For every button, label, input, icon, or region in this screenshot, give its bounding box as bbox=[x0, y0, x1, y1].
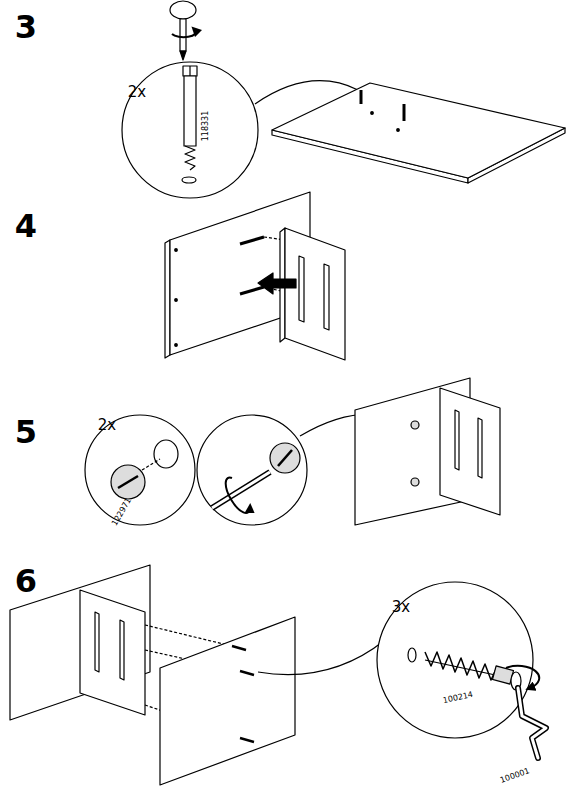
screw bbox=[232, 646, 246, 650]
dowel bbox=[240, 237, 264, 244]
dowel bbox=[240, 287, 264, 294]
screw-head bbox=[492, 666, 513, 684]
detail-circle bbox=[197, 415, 307, 525]
screwdriver-shaft bbox=[180, 19, 186, 51]
hole bbox=[154, 440, 178, 468]
allen-key bbox=[518, 688, 546, 758]
screwdriver-shaft bbox=[212, 472, 270, 508]
hole bbox=[371, 112, 374, 115]
screwdriver-handle bbox=[170, 1, 196, 19]
slot bbox=[478, 418, 482, 478]
hole bbox=[182, 177, 196, 183]
leader-line bbox=[258, 640, 385, 675]
detail-circle bbox=[377, 582, 533, 738]
panel-edge bbox=[165, 240, 170, 358]
quantity-label: 3x bbox=[392, 600, 410, 615]
cam-slot bbox=[278, 450, 292, 466]
rotation-arrow bbox=[172, 30, 196, 37]
panel bbox=[440, 388, 500, 515]
panel bbox=[80, 590, 145, 715]
step-number: 4 bbox=[15, 210, 37, 242]
dowel-head bbox=[183, 66, 197, 76]
dowel bbox=[403, 104, 406, 121]
step-number: 3 bbox=[15, 11, 37, 43]
panel bbox=[160, 617, 295, 785]
slot bbox=[120, 620, 124, 680]
dowel-body bbox=[184, 76, 196, 146]
allen-key bbox=[518, 688, 546, 758]
slot bbox=[455, 410, 459, 470]
cam-lock bbox=[270, 443, 300, 473]
dowel-slot bbox=[189, 66, 190, 76]
screwdriver-shaft bbox=[212, 472, 270, 508]
hole bbox=[408, 648, 416, 662]
hole bbox=[397, 129, 400, 132]
quantity-label: 2x bbox=[98, 418, 116, 433]
screw-thread bbox=[425, 652, 497, 680]
hole bbox=[175, 299, 178, 302]
slot bbox=[299, 256, 304, 322]
rotation-arrow bbox=[506, 666, 539, 688]
quantity-label: 2x bbox=[128, 85, 146, 100]
direction-arrow bbox=[258, 273, 296, 294]
panel bbox=[272, 83, 565, 178]
detail-circle bbox=[122, 62, 258, 198]
detail-circle bbox=[85, 415, 195, 525]
screwdriver-tip bbox=[180, 51, 186, 60]
dowel bbox=[360, 90, 363, 104]
hole bbox=[175, 249, 178, 252]
hole bbox=[175, 344, 178, 347]
cam-lock bbox=[111, 465, 145, 499]
screw-core bbox=[425, 660, 500, 676]
panel bbox=[285, 228, 345, 360]
slot bbox=[324, 264, 329, 330]
cam-slot bbox=[118, 476, 138, 488]
step-number: 5 bbox=[15, 416, 37, 448]
screw bbox=[240, 738, 254, 742]
slot bbox=[95, 612, 99, 672]
part-number: 100001 bbox=[499, 767, 530, 785]
dowel-thread bbox=[185, 146, 195, 170]
screw bbox=[240, 671, 254, 675]
panel bbox=[10, 565, 150, 720]
rotation-arrow bbox=[226, 478, 250, 514]
cam-lock bbox=[411, 421, 419, 429]
cam-lock bbox=[411, 478, 419, 486]
guide-line bbox=[142, 459, 160, 470]
part-number: 118331 bbox=[202, 111, 210, 142]
step-number: 6 bbox=[15, 565, 37, 597]
